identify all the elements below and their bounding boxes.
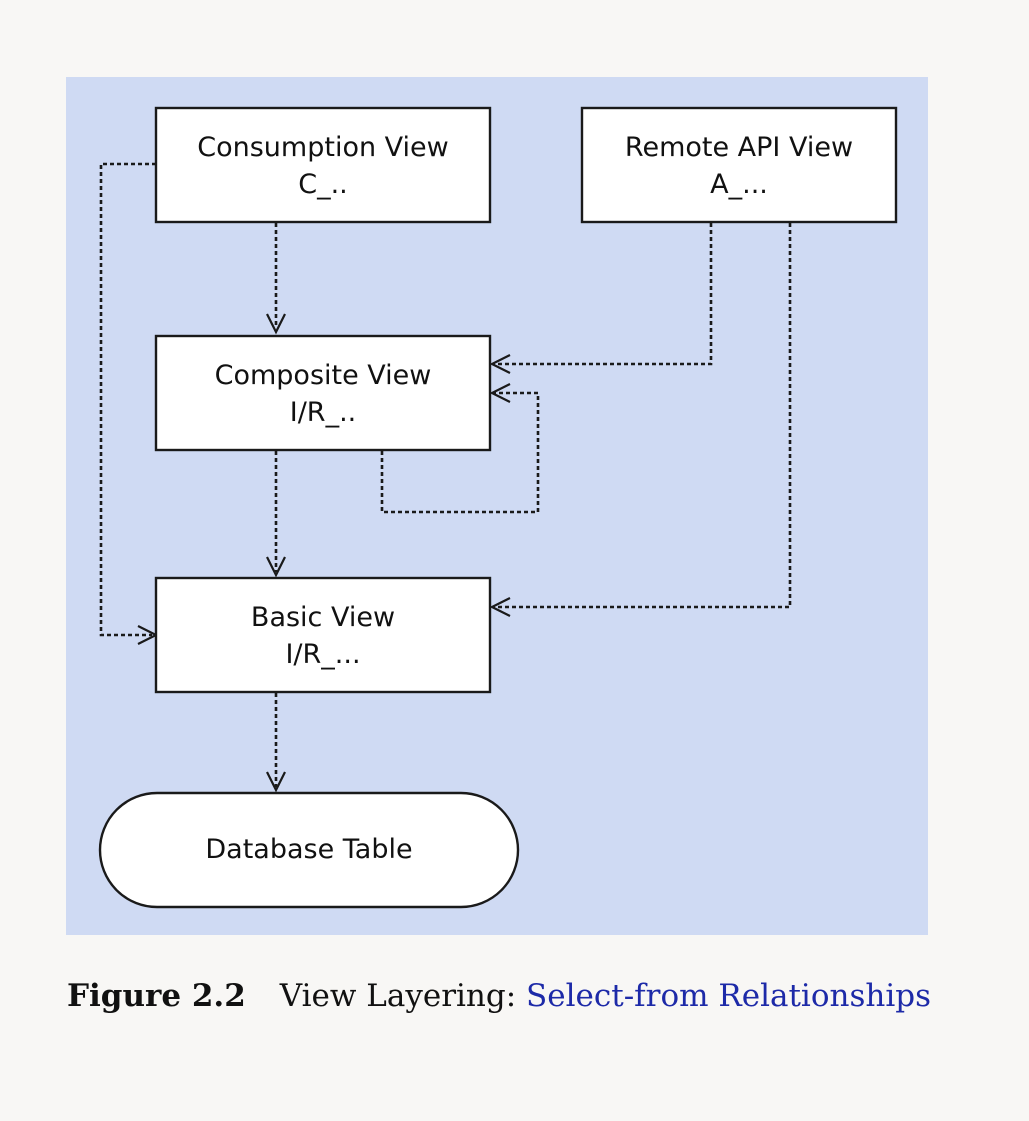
node-basic-view-prefix: I/R_... [285, 639, 360, 670]
node-consumption-view: Consumption View C_.. [154, 106, 492, 224]
node-composite-view: Composite View I/R_.. [154, 334, 492, 452]
node-database-table: Database Table [98, 791, 520, 909]
node-remote-api-view: Remote API View A_... [580, 106, 898, 224]
node-composite-view-title: Composite View [215, 360, 432, 391]
node-composite-view-prefix: I/R_.. [290, 397, 357, 428]
arrowhead-remote-to-composite [489, 354, 511, 374]
edge-composite-self [380, 391, 540, 514]
node-basic-view-title: Basic View [251, 602, 395, 633]
arrowhead-composite-self [489, 383, 511, 403]
arrowhead-composite-to-basic [266, 556, 286, 578]
edge-remote-to-basic [494, 223, 792, 609]
edge-remote-to-composite [494, 223, 713, 366]
node-consumption-view-prefix: C_.. [298, 169, 348, 200]
arrowhead-consumption-to-composite [266, 313, 286, 335]
arrowhead-remote-to-basic [489, 597, 511, 617]
figure-caption: Figure 2.2 View Layering: Select-from Rel… [67, 978, 931, 1014]
node-remote-api-view-title: Remote API View [625, 132, 853, 163]
arrowhead-basic-to-database [266, 771, 286, 793]
node-remote-api-view-prefix: A_... [710, 169, 768, 200]
node-basic-view: Basic View I/R_... [154, 576, 492, 694]
figure-title-part2: Select-from Relationships [526, 978, 932, 1014]
arrowhead-consumption-to-basic [137, 625, 159, 645]
edge-consumption-to-basic [99, 162, 156, 637]
figure-number: Figure 2.2 [67, 978, 246, 1014]
node-consumption-view-title: Consumption View [197, 132, 448, 163]
figure-title-part1: View Layering: [279, 978, 527, 1014]
node-database-table-title: Database Table [205, 834, 412, 865]
